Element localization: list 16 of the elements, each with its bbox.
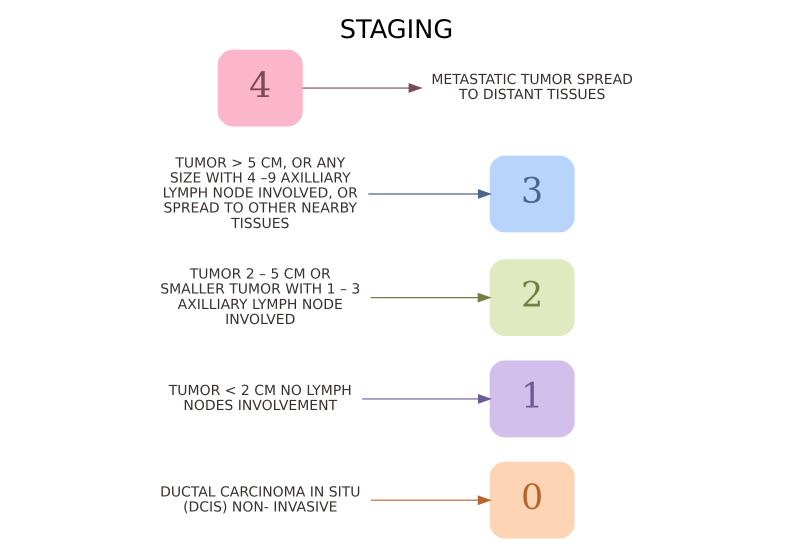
node-box: 0 [490, 462, 575, 539]
diagram-title: STAGING [340, 15, 454, 46]
arrow [370, 292, 492, 303]
arrow [302, 83, 423, 93]
node-text: DUCTAL CARCINOMA IN SITU (DCIS) NON- INVASIVE [160, 484, 360, 516]
node-text: METASTATIC TUMOR SPREAD TO DISTANT TISSUES [431, 72, 633, 104]
node-box: 2 [490, 259, 575, 336]
node-box: 3 [490, 156, 575, 232]
node-text: TUMOR < 2 CM NO LYMPH NODES INVOLVEMENT [168, 382, 352, 414]
node-text: TUMOR > 5 CM, OR ANY SIZE WITH 4 –9 AXILLIARY LYMPH NODE INVOLVED, OR SPREAD TO OTHER NEARBY TISSUES [162, 155, 358, 232]
arrow [371, 495, 492, 506]
node-text: TUMOR 2 – 5 CM OR SMALLER TUMOR WITH 1 – 3 AXILLIARY LYMPH NODE INVOLVED [160, 266, 360, 328]
arrow [368, 189, 492, 199]
arrow [362, 394, 492, 404]
node-box: 4 [218, 50, 303, 126]
node-box: 1 [490, 360, 575, 438]
